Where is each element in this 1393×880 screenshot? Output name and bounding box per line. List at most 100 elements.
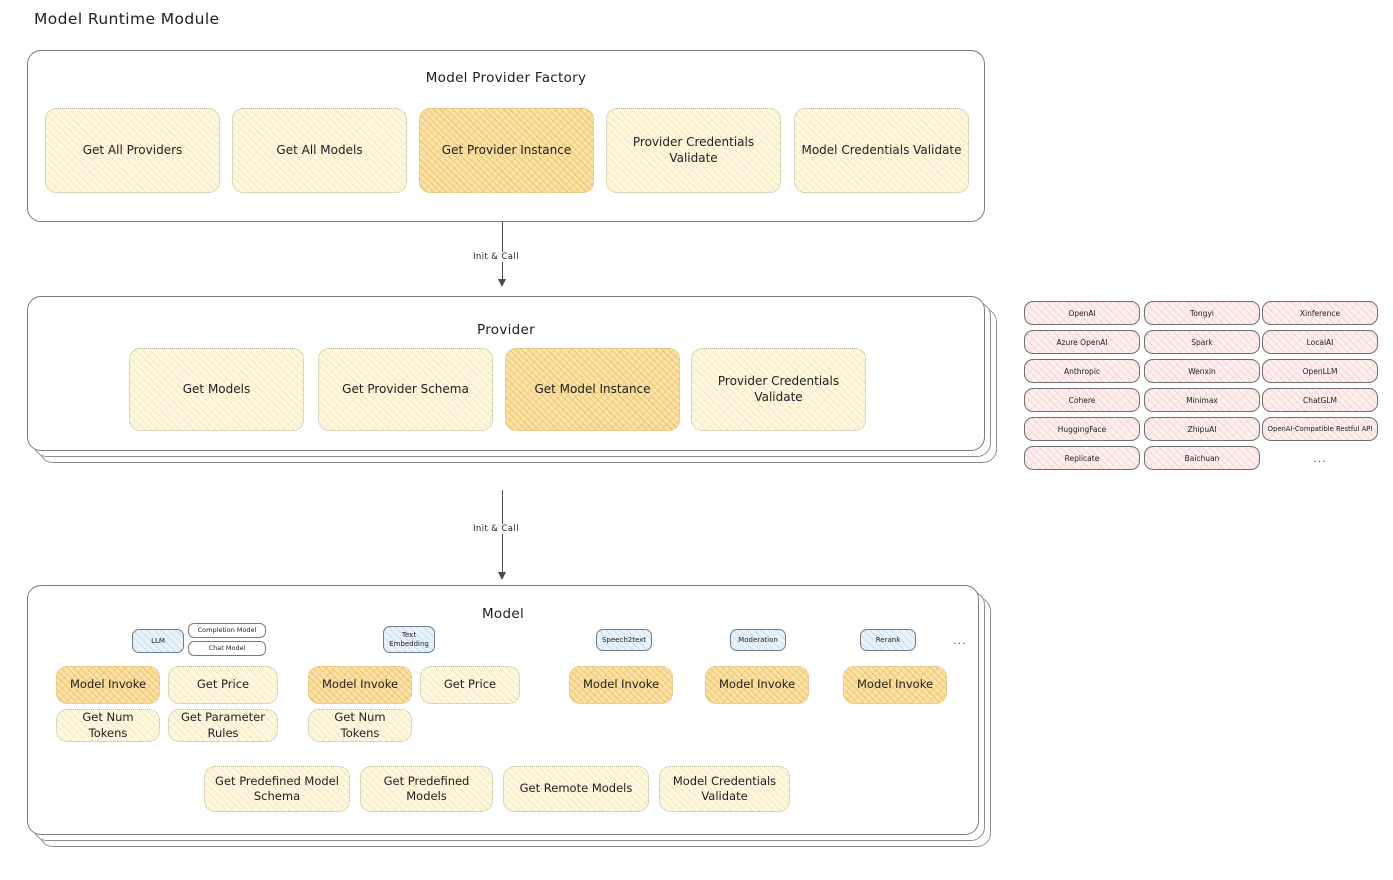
model-method-label: Get Price bbox=[443, 677, 497, 692]
model-method-label: Model Invoke bbox=[582, 677, 660, 692]
model-method-speech2text-model-invoke[interactable]: Model Invoke bbox=[569, 666, 673, 704]
provider-chip-baichuan[interactable]: Baichuan bbox=[1144, 446, 1260, 470]
model-method-llm-get-num-tokens[interactable]: Get Num Tokens bbox=[56, 709, 160, 742]
model-common-method-get-remote-models[interactable]: Get Remote Models bbox=[503, 766, 649, 812]
model-method-llm-model-invoke[interactable]: Model Invoke bbox=[56, 666, 160, 704]
provider-method-label: Get Model Instance bbox=[534, 381, 651, 396]
arrow-provider-to-model-label: Init & Call bbox=[470, 524, 522, 534]
provider-chip-minimax[interactable]: Minimax bbox=[1144, 388, 1260, 412]
factory-method-label: Get All Providers bbox=[82, 142, 183, 157]
arrow-provider-to-model-head bbox=[498, 572, 506, 580]
model-common-method-label: Get Predefined Model Schema bbox=[215, 773, 339, 803]
model-method-label: Get Num Tokens bbox=[334, 710, 386, 740]
provider-method-label: Get Provider Schema bbox=[342, 381, 469, 396]
model-method-text-embedding-model-invoke[interactable]: Model Invoke bbox=[308, 666, 412, 704]
model-method-text-embedding-get-num-tokens[interactable]: Get Num Tokens bbox=[308, 709, 412, 742]
factory-method-get-all-models[interactable]: Get All Models bbox=[232, 108, 407, 193]
factory-method-label: Provider Credentials Validate bbox=[632, 134, 755, 165]
provider-chip-label: Tongyi bbox=[1190, 308, 1214, 318]
provider-chip-huggingface[interactable]: HuggingFace bbox=[1024, 417, 1140, 441]
model-method-rerank-model-invoke[interactable]: Model Invoke bbox=[843, 666, 947, 704]
provider-chip-label: ChatGLM bbox=[1303, 395, 1337, 405]
provider-chip-label: Baichuan bbox=[1184, 453, 1220, 463]
provider-chip-label: Replicate bbox=[1064, 453, 1100, 463]
model-sub-badge-completion-model[interactable]: Completion Model bbox=[188, 623, 266, 638]
arrow-factory-to-provider-head bbox=[498, 279, 506, 287]
provider-chip-label: Anthropic bbox=[1063, 366, 1101, 376]
model-sub-badge-label: Chat Model bbox=[208, 643, 246, 652]
provider-panel: Provider Get Models Get Provider Schema … bbox=[27, 296, 985, 451]
provider-chip-openllm[interactable]: OpenLLM bbox=[1262, 359, 1378, 383]
model-type-badge-speech2text[interactable]: Speech2text bbox=[596, 629, 652, 651]
provider-chip-label: Spark bbox=[1191, 337, 1213, 347]
factory-method-model-credentials-validate[interactable]: Model Credentials Validate bbox=[794, 108, 969, 193]
model-type-badge-label: Moderation bbox=[738, 635, 778, 644]
model-method-llm-get-parameter-rules[interactable]: Get Parameter Rules bbox=[168, 709, 278, 742]
factory-method-label: Get Provider Instance bbox=[441, 142, 572, 157]
provider-chip-openai[interactable]: OpenAI bbox=[1024, 301, 1140, 325]
provider-method-get-model-instance[interactable]: Get Model Instance bbox=[505, 348, 680, 431]
model-method-label: Model Invoke bbox=[856, 677, 934, 692]
provider-chip-label: OpenAI bbox=[1068, 308, 1096, 318]
provider-method-provider-credentials-validate[interactable]: Provider Credentials Validate bbox=[691, 348, 866, 431]
model-method-moderation-model-invoke[interactable]: Model Invoke bbox=[705, 666, 809, 704]
provider-chip-zhipuai[interactable]: ZhipuAI bbox=[1144, 417, 1260, 441]
provider-chip-azure-openai[interactable]: Azure OpenAI bbox=[1024, 330, 1140, 354]
provider-chip-anthropic[interactable]: Anthropic bbox=[1024, 359, 1140, 383]
provider-chip-label: OpenLLM bbox=[1302, 366, 1338, 376]
model-method-label: Model Invoke bbox=[321, 677, 399, 692]
provider-chip-xinference[interactable]: Xinference bbox=[1262, 301, 1378, 325]
model-sub-badge-label: Completion Model bbox=[197, 625, 257, 634]
model-method-llm-get-price[interactable]: Get Price bbox=[168, 666, 278, 704]
model-type-badge-rerank[interactable]: Rerank bbox=[860, 629, 916, 651]
model-common-method-model-credentials-validate[interactable]: Model Credentials Validate bbox=[659, 766, 790, 812]
factory-title: Model Provider Factory bbox=[425, 70, 587, 86]
factory-method-provider-credentials-validate[interactable]: Provider Credentials Validate bbox=[606, 108, 781, 193]
model-type-badge-label: Rerank bbox=[875, 635, 901, 644]
model-common-method-label: Get Predefined Models bbox=[383, 773, 470, 803]
provider-chip-label: OpenAI-Compatible Restful API bbox=[1267, 425, 1373, 433]
provider-chip-cohere[interactable]: Cohere bbox=[1024, 388, 1140, 412]
model-types-more: ... bbox=[953, 634, 967, 647]
provider-chip-label: LocalAI bbox=[1306, 337, 1334, 347]
arrow-factory-to-provider-label: Init & Call bbox=[470, 252, 522, 262]
model-type-badge-moderation[interactable]: Moderation bbox=[730, 629, 786, 651]
provider-title: Provider bbox=[477, 322, 535, 338]
provider-chip-spark[interactable]: Spark bbox=[1144, 330, 1260, 354]
provider-chip-label: Xinference bbox=[1299, 308, 1341, 318]
model-title: Model bbox=[481, 606, 525, 622]
factory-method-label: Model Credentials Validate bbox=[801, 142, 962, 157]
provider-chip-label: Azure OpenAI bbox=[1056, 337, 1108, 347]
model-method-label: Get Num Tokens bbox=[82, 710, 134, 740]
model-method-label: Model Invoke bbox=[69, 677, 147, 692]
model-type-badge-llm[interactable]: LLM bbox=[132, 629, 184, 653]
model-type-badge-label: Speech2text bbox=[601, 635, 647, 644]
model-sub-badge-chat-model[interactable]: Chat Model bbox=[188, 641, 266, 656]
provider-chip-openai-compatible-restful-api[interactable]: OpenAI-Compatible Restful API bbox=[1262, 417, 1378, 441]
provider-chip-label: ZhipuAI bbox=[1187, 424, 1217, 434]
model-method-label: Get Parameter Rules bbox=[181, 710, 265, 740]
provider-chip-label: Cohere bbox=[1068, 395, 1096, 405]
factory-method-get-all-providers[interactable]: Get All Providers bbox=[45, 108, 220, 193]
provider-chip-label: Wenxin bbox=[1188, 366, 1216, 376]
model-provider-factory-panel: Model Provider Factory Get All Providers… bbox=[27, 50, 985, 222]
provider-method-label: Get Models bbox=[182, 381, 251, 396]
model-method-label: Get Price bbox=[196, 677, 250, 692]
provider-chip-tongyi[interactable]: Tongyi bbox=[1144, 301, 1260, 325]
page-title: Model Runtime Module bbox=[34, 10, 220, 28]
provider-chip-wenxin[interactable]: Wenxin bbox=[1144, 359, 1260, 383]
model-common-method-get-predefined-model-schema[interactable]: Get Predefined Model Schema bbox=[204, 766, 350, 812]
provider-chip-replicate[interactable]: Replicate bbox=[1024, 446, 1140, 470]
model-type-badge-text-embedding[interactable]: Text Embedding bbox=[383, 626, 435, 653]
provider-chip-localai[interactable]: LocalAI bbox=[1262, 330, 1378, 354]
model-panel: Model LLM Completion Model Chat Model Mo… bbox=[27, 585, 979, 835]
provider-chip-label: Minimax bbox=[1186, 395, 1218, 405]
model-common-method-get-predefined-models[interactable]: Get Predefined Models bbox=[360, 766, 493, 812]
model-type-badge-label: Text Embedding bbox=[389, 630, 429, 648]
provider-method-get-models[interactable]: Get Models bbox=[129, 348, 304, 431]
model-method-text-embedding-get-price[interactable]: Get Price bbox=[420, 666, 520, 704]
provider-method-get-provider-schema[interactable]: Get Provider Schema bbox=[318, 348, 493, 431]
factory-method-get-provider-instance[interactable]: Get Provider Instance bbox=[419, 108, 594, 193]
model-type-badge-label: LLM bbox=[151, 636, 165, 645]
provider-chip-chatglm[interactable]: ChatGLM bbox=[1262, 388, 1378, 412]
